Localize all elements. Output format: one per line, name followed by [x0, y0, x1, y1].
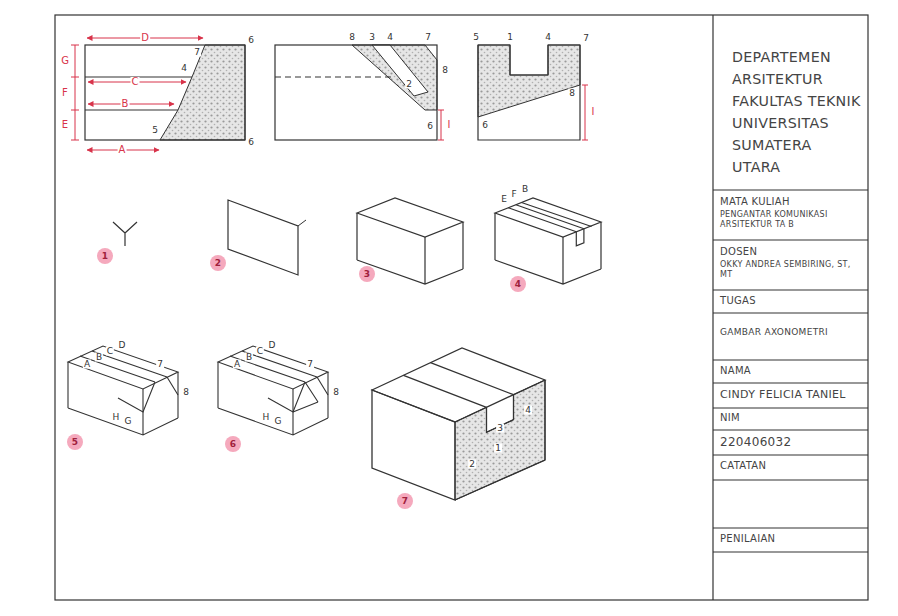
vertex-number: 1: [494, 444, 502, 453]
vertex-number: 4: [544, 33, 552, 42]
title-block-cell: NAMA: [716, 362, 865, 381]
vertex-number: B: [95, 353, 103, 362]
cell-heading: DOSEN: [720, 246, 862, 258]
vertex-number: F: [510, 190, 517, 199]
vertex-number: 4: [386, 33, 394, 42]
vertex-number: 8: [441, 66, 449, 75]
vertex-number: 3: [368, 33, 376, 42]
vertex-number: 2: [405, 80, 413, 89]
dimension-letter: I: [591, 107, 596, 117]
vertex-number: 5: [472, 33, 480, 42]
title-block-cell: DOSEN OKKY ANDREA SEMBIRING, ST, MT: [716, 242, 865, 288]
cell-heading: PENILAIAN: [720, 533, 862, 545]
step-number: 7: [397, 493, 413, 509]
step-number: 5: [67, 434, 83, 450]
title-block-cell: MATA KULIAH PENGANTAR KOMUNIKASI ARSITEKT…: [716, 192, 865, 238]
vertex-number: 7: [193, 48, 201, 57]
step-number: 4: [510, 276, 526, 292]
title-block-header: DEPARTEMEN ARSITEKTUR FAKULTAS TEKNIK UN…: [716, 18, 865, 188]
vertex-number: D: [268, 341, 277, 350]
cell-text: OKKY ANDREA SEMBIRING, ST, MT: [720, 260, 862, 279]
cell-heading: GAMBAR AXONOMETRI: [720, 327, 862, 338]
title-block-cell: GAMBAR AXONOMETRI: [716, 315, 865, 358]
vertex-number: C: [106, 347, 114, 356]
vertex-number: A: [83, 360, 91, 369]
title-block-cell: CATATAN: [716, 457, 865, 478]
cell-heading: MATA KULIAH: [720, 196, 862, 208]
vertex-number: 7: [424, 33, 432, 42]
dimension-letter: F: [61, 88, 69, 98]
vertex-number: 1: [506, 33, 514, 42]
vertex-number: 2: [468, 460, 476, 469]
cell-heading: NIM: [720, 412, 862, 424]
vertex-number: 4: [524, 406, 532, 415]
vertex-number: G: [274, 417, 283, 426]
vertex-number: 8: [332, 388, 340, 397]
dimension-letter: B: [121, 99, 130, 109]
vertex-number: B: [245, 353, 253, 362]
vertex-number: B: [521, 185, 529, 194]
vertex-number: 6: [247, 36, 255, 45]
step-number: 3: [359, 266, 375, 282]
vertex-number: 8: [182, 388, 190, 397]
step-number: 1: [97, 248, 113, 264]
title-block-cell: 220406032: [716, 432, 865, 453]
title-block-cell: TUGAS: [716, 292, 865, 311]
dimension-letter: E: [61, 120, 69, 130]
vertex-number: G: [124, 417, 133, 426]
vertex-number: 8: [348, 33, 356, 42]
vertex-number: 3: [496, 424, 504, 433]
vertex-number: E: [500, 195, 508, 204]
dimension-letter: G: [60, 56, 70, 66]
cell-heading: CINDY FELICIA TANIEL: [720, 388, 862, 401]
vertex-number: 6: [481, 121, 489, 130]
vertex-number: 7: [582, 34, 590, 43]
title-block-cell: PENILAIAN: [716, 530, 865, 550]
vertex-number: H: [112, 413, 121, 422]
title-block-cell: CINDY FELICIA TANIEL: [716, 385, 865, 406]
dimension-letter: C: [131, 77, 140, 87]
vertex-number: 6: [426, 122, 434, 131]
vertex-number: 5: [151, 126, 159, 135]
vertex-number: 6: [247, 138, 255, 147]
step-number: 6: [225, 436, 241, 452]
cell-heading: NAMA: [720, 365, 862, 377]
dimension-letter: D: [140, 33, 150, 43]
cell-text: PENGANTAR KOMUNIKASI ARSITEKTUR TA B: [720, 210, 862, 229]
vertex-number: 8: [568, 89, 576, 98]
vertex-number: D: [118, 341, 127, 350]
step-number: 2: [210, 255, 226, 271]
vertex-number: H: [262, 413, 271, 422]
title-block-cell: NIM: [716, 410, 865, 428]
cell-heading: DEPARTEMEN ARSITEKTUR FAKULTAS TEKNIK UN…: [732, 46, 862, 178]
cell-heading: 220406032: [720, 435, 862, 449]
vertex-number: 7: [156, 360, 164, 369]
vertex-number: 4: [180, 64, 188, 73]
vertex-number: A: [233, 360, 241, 369]
cell-heading: TUGAS: [720, 295, 862, 307]
cell-heading: CATATAN: [720, 460, 862, 472]
dimension-letter: A: [118, 145, 127, 155]
dimension-letter: I: [447, 120, 452, 130]
vertex-number: C: [256, 347, 264, 356]
vertex-number: 7: [306, 360, 314, 369]
